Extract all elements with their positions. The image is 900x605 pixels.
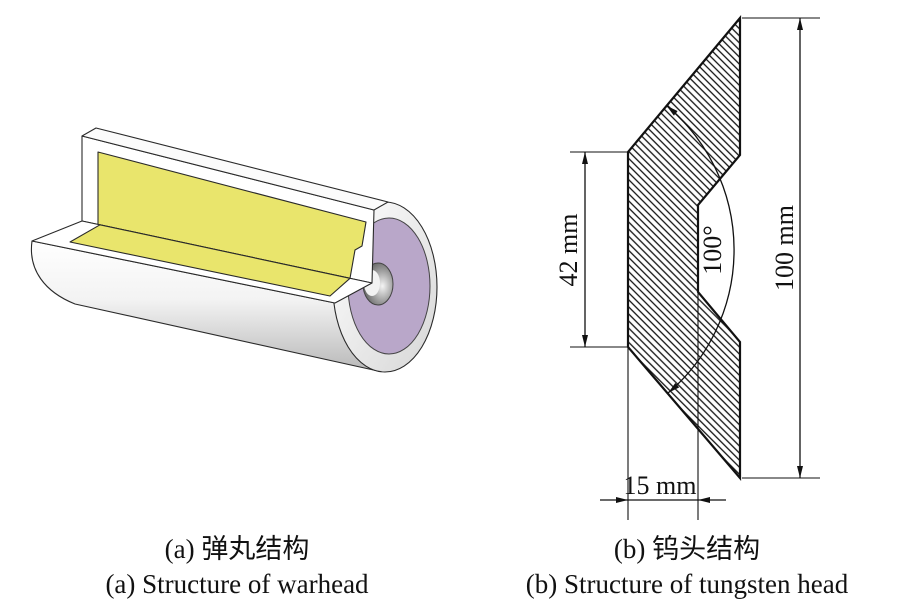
caption-a-en: (a) Structure of warhead (105, 569, 369, 599)
shell-top-edge (81, 127, 389, 211)
warhead-figure (30, 127, 438, 373)
tungsten-head-figure: 100 mm 42 mm 15 mm 100° (554, 14, 820, 520)
caption-a-zh: (a) 弹丸结构 (165, 534, 310, 564)
dim-15mm-label: 15 mm (624, 471, 697, 500)
angle-arc (666, 105, 735, 394)
dim-100mm-label: 100 mm (770, 205, 799, 291)
shell-outer-surface (30, 240, 379, 372)
dim-42mm-label: 42 mm (554, 214, 583, 287)
explosive-floor (69, 224, 351, 297)
caption-b-en: (b) Structure of tungsten head (526, 569, 849, 599)
angle-label: 100° (698, 225, 727, 274)
caption-b-zh: (b) 钨头结构 (614, 534, 760, 564)
tungsten-head-section (626, 14, 742, 481)
